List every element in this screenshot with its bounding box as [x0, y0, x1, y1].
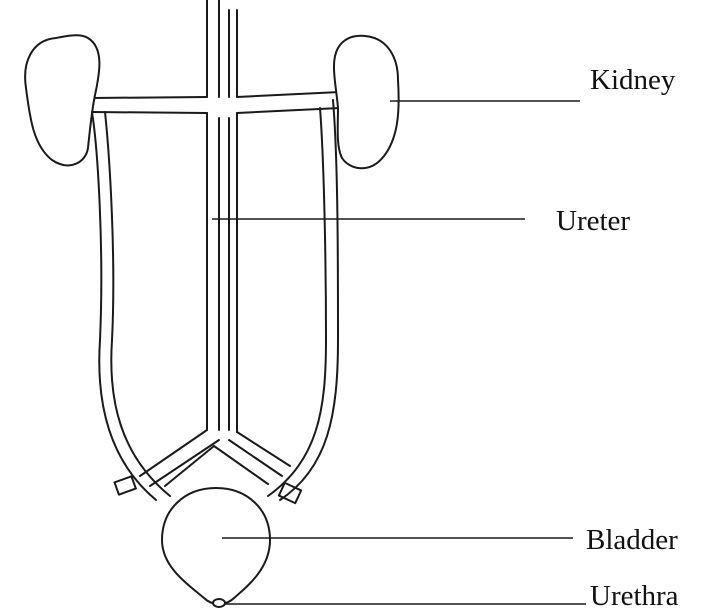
kidney-label: Kidney	[590, 66, 675, 95]
bladder	[162, 488, 270, 604]
ureter-label: Ureter	[556, 207, 630, 236]
urethra-label: Urethra	[590, 582, 679, 611]
left-ureter	[92, 112, 170, 500]
great-vessels	[207, 113, 237, 432]
bladder-label: Bladder	[586, 526, 678, 555]
aorta	[207, 0, 237, 97]
right-ureter	[268, 100, 338, 500]
right-kidney	[334, 36, 399, 168]
renal-vessels	[92, 92, 340, 113]
left-kidney	[25, 35, 99, 165]
urethra	[213, 599, 225, 607]
